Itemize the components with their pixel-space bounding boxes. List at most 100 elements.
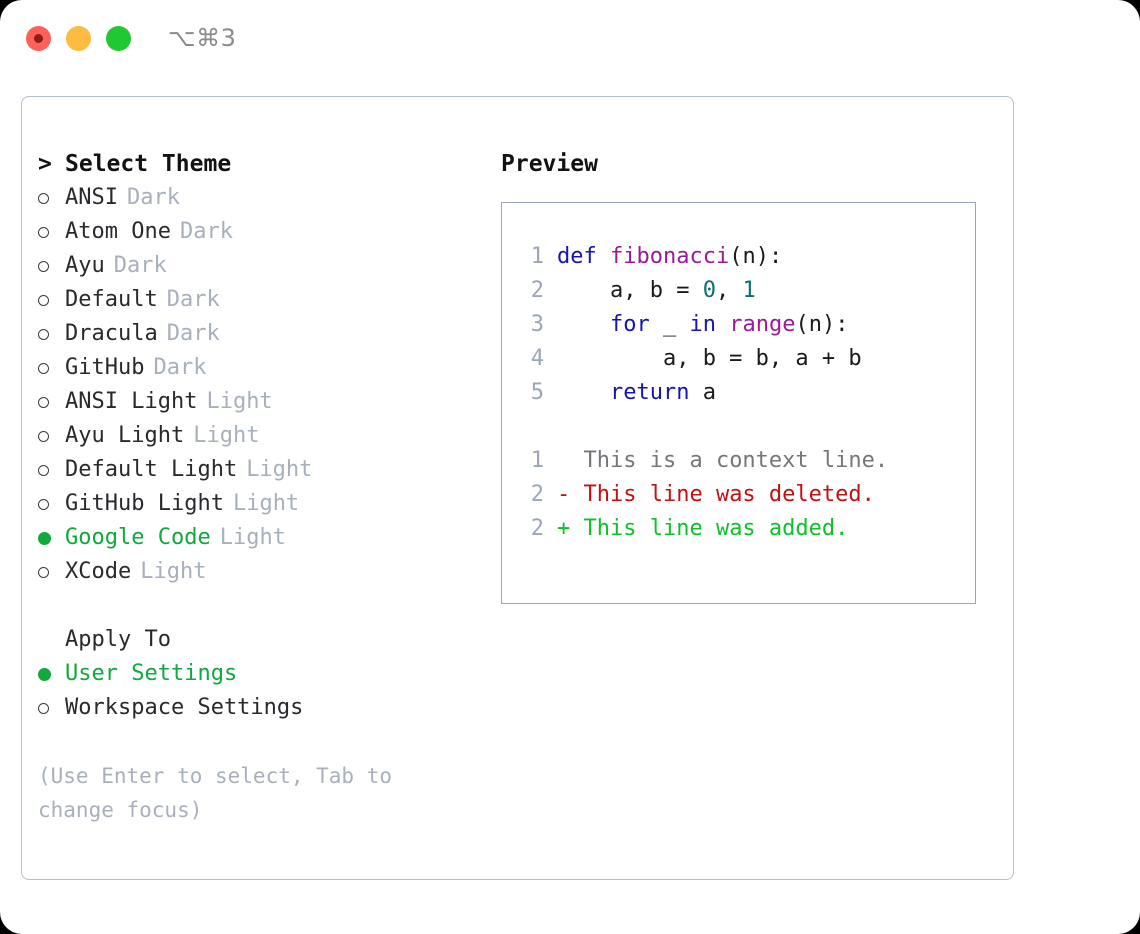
keyboard-shortcut-badge: ⌥⌘3	[168, 24, 237, 52]
code-line-text: def fibonacci(n):	[557, 240, 782, 274]
radio-unselected-icon[interactable]	[38, 317, 65, 351]
code-line-text: return a	[557, 376, 716, 410]
theme-variant-tag: Light	[232, 491, 300, 516]
diff-line: 2- This line was deleted.	[516, 478, 967, 512]
radio-unselected-icon[interactable]	[38, 487, 65, 521]
radio-unselected-icon[interactable]	[38, 555, 65, 589]
code-token-pl: (n):	[729, 244, 783, 269]
filled-circle-icon	[38, 667, 51, 681]
diff-lines: 1 This is a context line.2- This line wa…	[516, 444, 967, 546]
hollow-circle-icon	[38, 226, 49, 238]
code-line-number: 3	[530, 312, 544, 337]
theme-variant-tag: Dark	[166, 321, 220, 346]
diff-marker: -	[557, 482, 571, 507]
window-titlebar: ⌥⌘3	[0, 0, 1140, 78]
hollow-circle-icon	[38, 702, 49, 714]
code-line-number: 1	[530, 244, 544, 269]
diff-text: This line was added.	[570, 516, 849, 541]
diff-line-number: 2	[530, 516, 544, 541]
radio-selected-icon[interactable]	[38, 521, 65, 555]
hollow-circle-icon	[38, 566, 49, 578]
theme-option-row[interactable]: ANSI Light Light	[38, 385, 478, 419]
select-theme-header: > Select Theme	[38, 147, 478, 181]
code-token-kw: return	[609, 380, 690, 405]
list-spacer	[38, 589, 478, 623]
hollow-circle-icon	[38, 464, 49, 476]
diff-line-text: + This line was added.	[557, 512, 848, 546]
code-token-pl: _	[649, 312, 690, 337]
theme-option-label: ANSI	[65, 185, 118, 210]
select-theme-title: Select Theme	[65, 151, 232, 177]
apply-to-header: > Apply To	[38, 623, 478, 657]
radio-unselected-icon[interactable]	[38, 283, 65, 317]
code-line: 1 def fibonacci(n):	[516, 240, 967, 274]
diff-marker	[557, 448, 570, 473]
radio-unselected-icon[interactable]	[38, 181, 65, 215]
theme-option-label: Ayu Light	[65, 423, 185, 448]
code-token-pl: a, b = b, a + b	[557, 346, 862, 371]
theme-option-row[interactable]: Ayu Dark	[38, 249, 478, 283]
code-token-kw: for	[609, 312, 650, 337]
theme-option-row[interactable]: Dracula Dark	[38, 317, 478, 351]
radio-unselected-icon[interactable]	[38, 419, 65, 453]
theme-option-label: Dracula	[65, 321, 158, 346]
code-token-kw: in	[689, 312, 716, 337]
theme-variant-tag: Light	[246, 457, 313, 482]
apply-to-option-label: Workspace Settings	[65, 695, 304, 720]
code-token-pl	[716, 312, 729, 337]
code-token-fn: fibonacci	[609, 244, 730, 269]
minimize-window-button[interactable]	[66, 26, 91, 51]
code-token-pl: ,	[715, 278, 743, 303]
code-line-number: 5	[530, 380, 544, 405]
hollow-circle-icon	[38, 362, 49, 374]
code-token-kw: def	[557, 244, 610, 269]
apply-to-option-row[interactable]: Workspace Settings	[38, 691, 478, 725]
theme-option-label: Atom One	[65, 219, 171, 244]
theme-variant-tag: Dark	[113, 253, 167, 278]
diff-line-text: This is a context line.	[557, 444, 888, 478]
theme-variant-tag: Dark	[166, 287, 220, 312]
code-line: 3 for _ in range(n):	[516, 308, 967, 342]
hollow-circle-icon	[38, 430, 49, 442]
theme-option-row[interactable]: Google Code Light	[38, 521, 478, 555]
radio-unselected-icon[interactable]	[38, 351, 65, 385]
theme-variant-tag: Light	[219, 525, 286, 550]
hollow-circle-icon	[38, 192, 49, 204]
diff-text: This is a context line.	[570, 448, 889, 473]
theme-variant-tag: Light	[206, 389, 273, 414]
code-token-num: 0	[702, 278, 716, 303]
code-line-number: 2	[530, 278, 544, 303]
code-line-text: a, b = b, a + b	[557, 342, 862, 376]
focus-caret-icon: >	[38, 151, 52, 177]
diff-marker: +	[557, 516, 571, 541]
theme-option-row[interactable]: ANSI Dark	[38, 181, 478, 215]
theme-option-label: ANSI Light	[65, 389, 198, 414]
theme-option-label: Google Code	[65, 525, 211, 550]
diff-text: This line was deleted.	[570, 482, 875, 507]
radio-unselected-icon[interactable]	[38, 249, 65, 283]
radio-unselected-icon[interactable]	[38, 453, 65, 487]
radio-unselected-icon[interactable]	[38, 385, 65, 419]
radio-selected-icon[interactable]	[38, 657, 65, 691]
theme-option-label: Ayu	[65, 253, 105, 278]
radio-unselected-icon[interactable]	[38, 691, 65, 725]
maximize-window-button[interactable]	[106, 26, 131, 51]
radio-unselected-icon[interactable]	[38, 215, 65, 249]
code-token-num: 1	[742, 278, 756, 303]
close-window-button[interactable]	[26, 26, 51, 51]
filled-circle-icon	[38, 531, 51, 545]
apply-to-option-row[interactable]: User Settings	[38, 657, 478, 691]
theme-variant-tag: Dark	[126, 185, 180, 210]
